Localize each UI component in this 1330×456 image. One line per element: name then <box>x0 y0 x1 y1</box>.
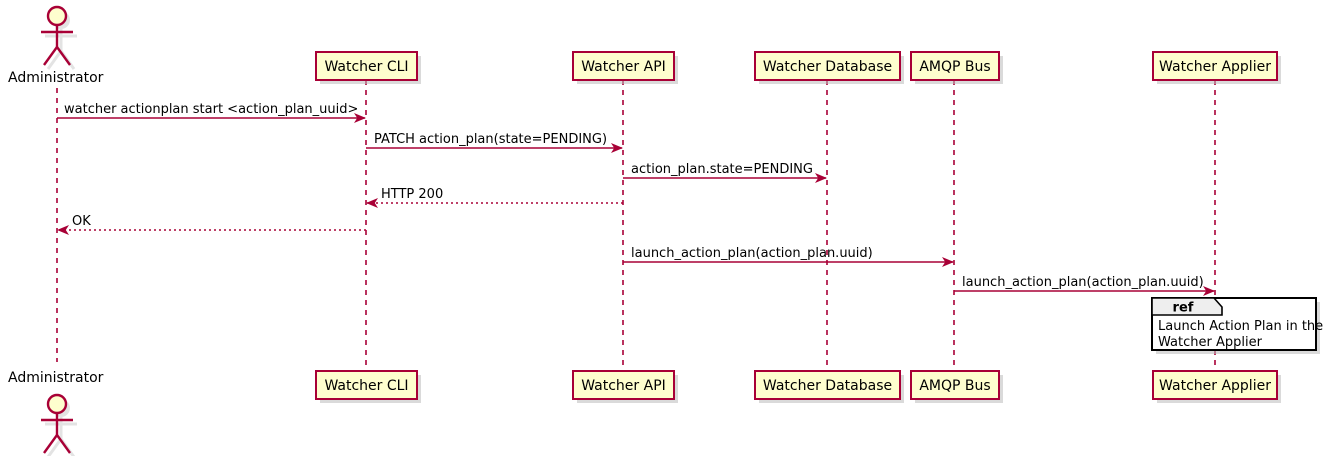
ref-body-line: Launch Action Plan in the <box>1158 319 1323 334</box>
message-label: PATCH action_plan(state=PENDING) <box>374 132 607 147</box>
participant-box-rect <box>1152 51 1278 81</box>
participant-box-amqp-bus-top[interactable]: AMQP Bus <box>910 51 1003 84</box>
actor-right-leg <box>56 434 71 454</box>
participant-box-watcher-api-top[interactable]: Watcher API <box>572 51 678 84</box>
participant-label-watcher-applier: Watcher Applier <box>1159 59 1271 75</box>
actor-left-leg <box>43 46 58 66</box>
participant-box-rect <box>754 370 901 400</box>
participant-label-watcher-database: Watcher Database <box>763 59 892 75</box>
actor-right-leg <box>56 46 71 66</box>
participant-box-rect <box>315 51 418 81</box>
participant-box-watcher-applier-top[interactable]: Watcher Applier <box>1152 51 1281 84</box>
ref-header-tab <box>1151 297 1223 316</box>
participant-box-rect <box>910 370 1000 400</box>
actor-administrator-bottom[interactable]: Administrator <box>8 370 104 456</box>
ref-operator-label: ref <box>1173 301 1194 316</box>
participant-label-watcher-applier: Watcher Applier <box>1159 378 1271 394</box>
participant-box-rect <box>572 51 675 81</box>
participant-label-amqp-bus: AMQP Bus <box>919 59 990 75</box>
participant-box-rect <box>910 51 1000 81</box>
message-label: OK <box>72 214 91 229</box>
actor-left-leg <box>43 434 58 454</box>
participant-box-watcher-cli-top[interactable]: Watcher CLI <box>315 51 421 84</box>
message-label: watcher actionplan start <action_plan_uu… <box>64 102 358 117</box>
participant-label-watcher-api: Watcher API <box>581 378 666 394</box>
messages-group: watcher actionplan start <action_plan_uu… <box>57 102 1215 296</box>
participant-box-watcher-cli-bottom[interactable]: Watcher CLI <box>315 370 421 403</box>
message-msg-patch-action-plan[interactable]: PATCH action_plan(state=PENDING) <box>366 132 623 153</box>
participant-box-rect <box>1152 370 1278 400</box>
message-label: HTTP 200 <box>381 187 443 202</box>
participant-box-watcher-database-bottom[interactable]: Watcher Database <box>754 370 904 403</box>
participant-label-amqp-bus: AMQP Bus <box>919 378 990 394</box>
message-msg-watcher-actionplan-start[interactable]: watcher actionplan start <action_plan_uu… <box>57 102 366 123</box>
actor-head <box>46 393 68 415</box>
actor-administrator-top[interactable]: Administrator <box>8 5 104 86</box>
participant-box-rect <box>315 370 418 400</box>
message-label: launch_action_plan(action_plan.uuid) <box>631 246 873 261</box>
message-msg-action-plan-state-pending[interactable]: action_plan.state=PENDING <box>623 162 827 183</box>
participant-label-watcher-cli: Watcher CLI <box>324 378 408 394</box>
participant-box-amqp-bus-bottom[interactable]: AMQP Bus <box>910 370 1003 403</box>
participant-box-watcher-api-bottom[interactable]: Watcher API <box>572 370 678 403</box>
actor-label-administrator: Administrator <box>8 70 104 86</box>
message-msg-launch-action-plan-applier[interactable]: launch_action_plan(action_plan.uuid) <box>954 275 1215 296</box>
message-msg-http-200[interactable]: HTTP 200 <box>366 187 623 208</box>
participant-label-watcher-api: Watcher API <box>581 59 666 75</box>
participant-box-rect <box>754 51 901 81</box>
message-msg-ok[interactable]: OK <box>57 214 366 235</box>
lifelines-group <box>56 80 1216 371</box>
ref-body-line: Watcher Applier <box>1158 335 1263 350</box>
participant-box-watcher-applier-bottom[interactable]: Watcher Applier <box>1152 370 1281 403</box>
participant-label-watcher-database: Watcher Database <box>763 378 892 394</box>
participant-boxes-group: Watcher CLI Watcher CLI Watcher API Watcher… <box>315 51 1281 403</box>
actor-head <box>46 5 68 27</box>
participant-label-watcher-cli: Watcher CLI <box>324 59 408 75</box>
participant-box-watcher-database-top[interactable]: Watcher Database <box>754 51 904 84</box>
message-msg-launch-action-plan-amqp[interactable]: launch_action_plan(action_plan.uuid) <box>623 246 954 267</box>
actor-label-administrator: Administrator <box>8 370 104 386</box>
message-label: launch_action_plan(action_plan.uuid) <box>962 275 1204 290</box>
participant-box-rect <box>572 370 675 400</box>
message-label: action_plan.state=PENDING <box>631 162 813 177</box>
